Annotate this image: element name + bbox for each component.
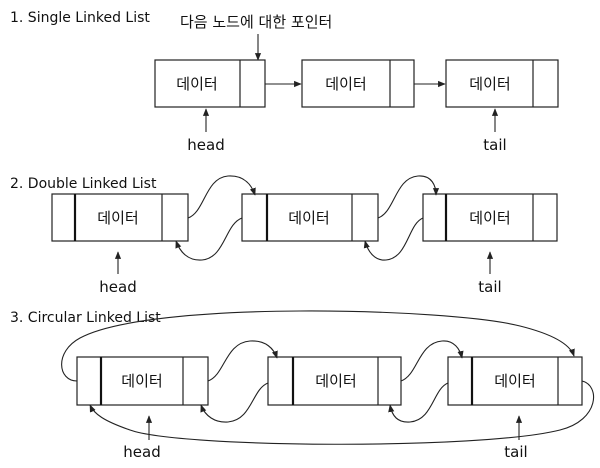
node-data: 데이터 xyxy=(469,209,510,227)
tail-label: tail xyxy=(504,443,527,461)
node-data: 데이터 xyxy=(97,209,138,227)
next-pointer-arrow xyxy=(187,175,256,219)
single-node-3: 데이터 xyxy=(445,59,559,108)
double-node-1: 데이터 xyxy=(51,193,189,242)
head-label: head xyxy=(123,443,160,461)
pointer-annotation: 다음 노드에 대한 포인터 xyxy=(180,13,332,31)
next-pointer-arrow xyxy=(207,340,278,382)
double-node-3: 데이터 xyxy=(422,193,558,242)
prev-pointer-arrow xyxy=(363,217,424,261)
section-title-circular: 3. Circular Linked List xyxy=(10,310,161,326)
tail-label: tail xyxy=(483,136,506,154)
circular-node-3: 데이터 xyxy=(447,356,583,406)
circular-node-2: 데이터 xyxy=(267,356,402,406)
node-data: 데이터 xyxy=(121,372,162,390)
node-data: 데이터 xyxy=(325,75,366,93)
next-pointer-arrow xyxy=(400,340,464,382)
head-label: head xyxy=(187,136,224,154)
double-linked-list-section: 2. Double Linked List 데이터 데이터 데이터 head t… xyxy=(10,175,558,296)
circular-prev-pointer-arrow xyxy=(89,380,595,445)
node-data: 데이터 xyxy=(494,372,535,390)
single-linked-list-section: 1. Single Linked List 다음 노드에 대한 포인터 데이터 … xyxy=(10,10,559,154)
circular-next-pointer-arrow xyxy=(61,310,575,382)
circular-node-1: 데이터 xyxy=(76,356,209,406)
node-data: 데이터 xyxy=(469,75,510,93)
prev-pointer-arrow xyxy=(388,382,449,423)
circular-linked-list-section: 3. Circular Linked List 데이터 데이터 데이터 head xyxy=(10,310,595,461)
node-data: 데이터 xyxy=(176,75,217,93)
prev-pointer-arrow xyxy=(200,382,269,423)
double-node-2: 데이터 xyxy=(241,193,379,242)
prev-pointer-arrow xyxy=(175,217,243,261)
head-label: head xyxy=(99,278,136,296)
section-title-single: 1. Single Linked List xyxy=(10,10,150,26)
tail-label: tail xyxy=(478,278,501,296)
single-node-2: 데이터 xyxy=(301,59,415,108)
next-pointer-arrow xyxy=(377,175,440,219)
node-data: 데이터 xyxy=(288,209,329,227)
section-title-double: 2. Double Linked List xyxy=(10,176,157,192)
node-data: 데이터 xyxy=(315,372,356,390)
single-node-1: 데이터 xyxy=(154,59,266,108)
